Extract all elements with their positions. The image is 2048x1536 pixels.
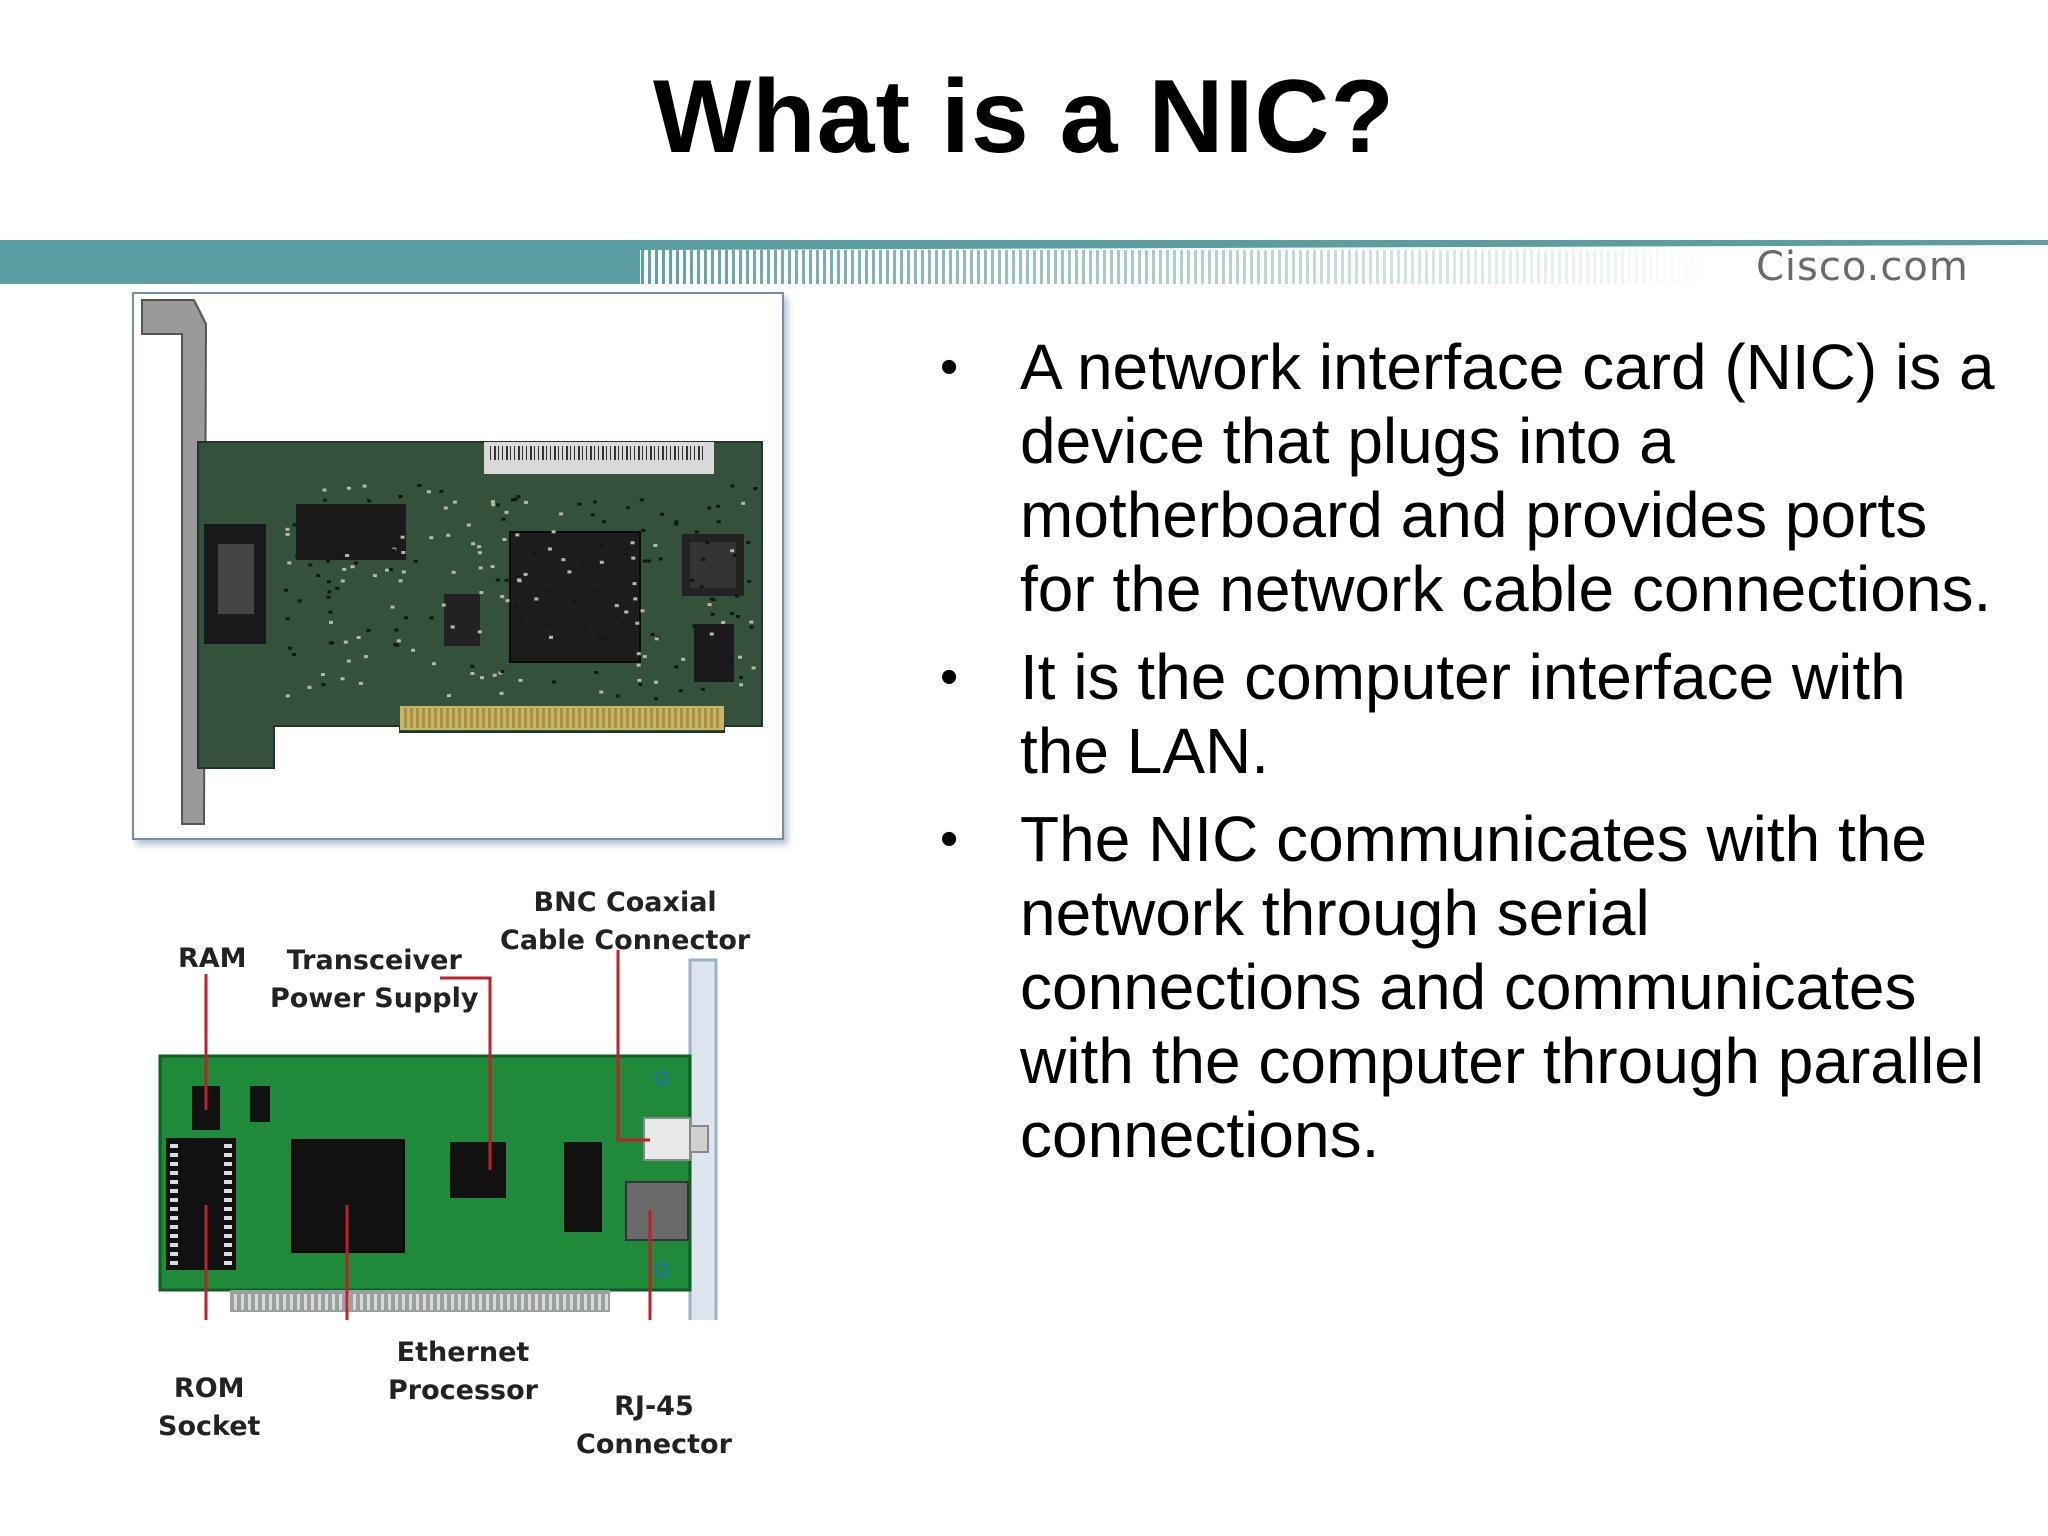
header-band [0,240,2048,284]
diagram-bnc-connector [643,1117,691,1161]
brand-logo: Cisco.com [1756,244,1969,290]
bullet-text: A network interface card (NIC) is a devi… [1020,331,1995,625]
label-rj45: RJ-45 Connector [576,1391,732,1460]
diagram-edge-connector [230,1290,610,1312]
diagram-leader-lines [204,950,652,1320]
nic-photo [132,292,784,840]
bullet-marker: • [940,338,959,396]
bullet-marker: • [940,810,959,868]
bullet-item: • The NIC communicates with the network … [940,802,2000,1172]
diagram-chip [564,1142,602,1232]
diagram-transceiver-chip [450,1142,506,1198]
bullet-marker: • [940,648,959,706]
bullet-text: It is the computer interface with the LA… [1020,641,1906,787]
bullet-text: The NIC communicates with the network th… [1020,803,1985,1171]
bullet-item: • A network interface card (NIC) is a de… [940,330,2000,626]
label-ethernet: Ethernet Processor [388,1337,538,1406]
nic-diagram [158,950,718,1320]
slide-title: What is a NIC? [652,59,1396,175]
nic-photo-illustration [141,299,763,825]
label-ram: RAM [178,943,247,974]
label-rom: ROM Socket [158,1373,261,1442]
diagram-board [158,1054,692,1292]
diagram-rom-socket [166,1138,236,1270]
diagram-small-chip [250,1086,270,1122]
label-bnc: BNC Coaxial Cable Connector [500,887,751,956]
label-transceiver: Transceiver Power Supply [270,945,479,1014]
diagram-rj45-port [625,1181,689,1241]
bullet-list: • A network interface card (NIC) is a de… [940,330,2000,1186]
bullet-item: • It is the computer interface with the … [940,640,2000,788]
